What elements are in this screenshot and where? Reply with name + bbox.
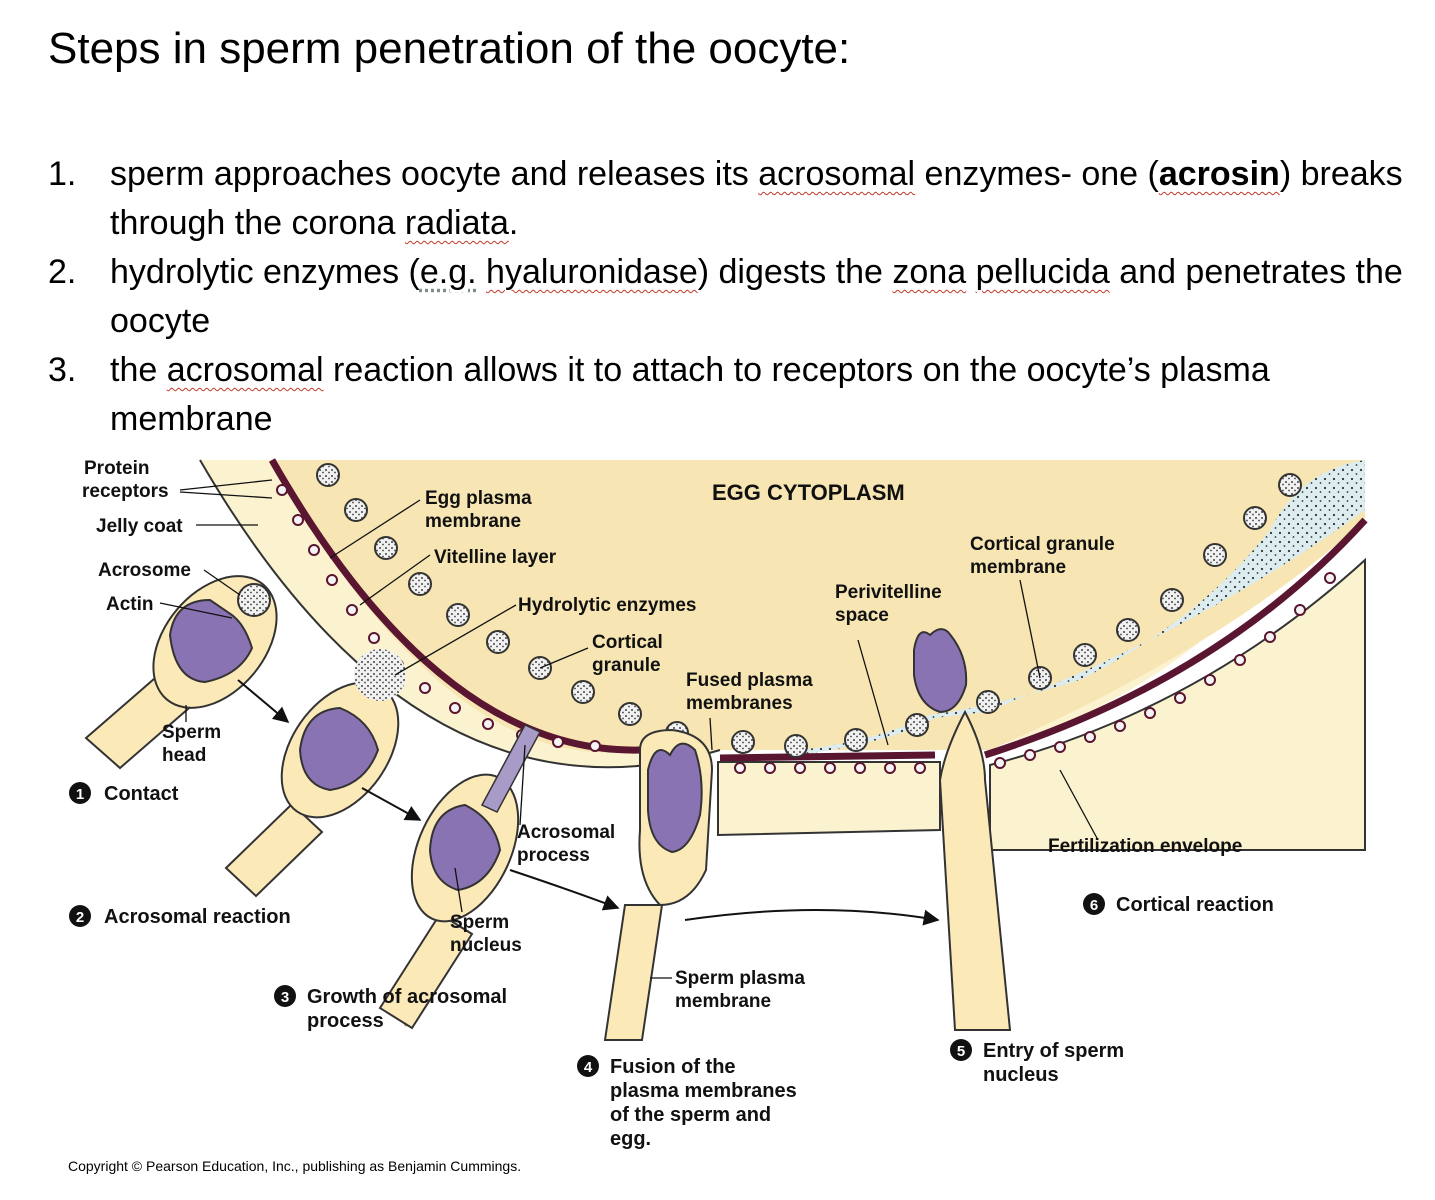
- step-number: 2.: [48, 253, 77, 291]
- stage-1: 1 Contact: [69, 782, 179, 805]
- sperm-acrosomal-process: [378, 724, 542, 1030]
- sperm-nucleus: [647, 742, 703, 854]
- step-text: the: [110, 351, 167, 389]
- step-text: hydrolytic enzymes (: [110, 253, 420, 291]
- hydrolytic-enzymes-label: Hydrolytic enzymes: [518, 595, 696, 616]
- step-term-bold: acrosin: [1158, 155, 1280, 193]
- jelly-coat-label: Jelly coat: [96, 516, 183, 537]
- sperm-nucleus: [168, 598, 254, 684]
- step-2: 2. hydrolytic enzymes (e.g. hyaluronidas…: [48, 248, 1418, 346]
- stage-4-number: 4: [584, 1059, 593, 1076]
- sperm-nucleus: [428, 803, 502, 892]
- stage-6: 6 Cortical reaction: [1083, 893, 1274, 916]
- stage-1-label: Contact: [104, 783, 179, 805]
- step-term: radiata: [404, 204, 509, 242]
- vitelline-fragment: [717, 761, 941, 837]
- cortical-granules: [316, 463, 1302, 758]
- step-term: zona: [892, 253, 967, 291]
- egg-plasma-membrane: [719, 751, 936, 762]
- sperm-contact: [84, 575, 278, 770]
- stage-6-number: 6: [1090, 897, 1098, 914]
- steps-list: 1. sperm approaches oocyte and releases …: [48, 150, 1418, 444]
- leader-lines: [159, 479, 1099, 979]
- stage-6-label: Cortical reaction: [1116, 894, 1274, 916]
- actin-label: Actin: [106, 594, 154, 615]
- step-term: hyaluronidase: [486, 253, 698, 291]
- step-number: 3.: [48, 351, 77, 389]
- egg: [199, 458, 1368, 851]
- perivitelline-space: [800, 460, 1365, 755]
- step-text: [966, 253, 975, 291]
- sperm-nucleus: [298, 706, 380, 792]
- egg-cytoplasm: [270, 460, 1365, 753]
- step-text: ) breaks through the corona: [110, 155, 1403, 242]
- step-text: enzymes- one (: [915, 155, 1159, 193]
- step-term: e.g.: [419, 253, 477, 291]
- fertilization-envelope: [983, 517, 1368, 759]
- step-text: sperm approaches oocyte and releases its: [110, 155, 759, 193]
- step-text: ) digests the: [697, 253, 893, 291]
- sperm-fusion: [603, 728, 714, 1041]
- egg-plasma-membrane: [268, 458, 641, 754]
- step-term: pellucida: [975, 253, 1110, 291]
- acrosome-label: Acrosome: [98, 560, 191, 581]
- sperm-entry: [913, 628, 1012, 1031]
- step-1: 1. sperm approaches oocyte and releases …: [48, 150, 1418, 248]
- copyright-text: Copyright © Pearson Education, Inc., pub…: [68, 1158, 522, 1174]
- stage-1-number: 1: [76, 786, 84, 803]
- stage-arrows: [237, 679, 940, 926]
- vitelline-layer-label: Vitelline layer: [434, 547, 557, 568]
- receptor-dots: [276, 484, 1336, 774]
- sperm-nucleus: [913, 628, 968, 714]
- step-number: 1.: [48, 155, 77, 193]
- fertilization-envelope-label: Fertilization envelope: [1048, 836, 1242, 857]
- egg-outline: [199, 459, 721, 769]
- acrosome: [237, 583, 271, 617]
- stage-3-number: 3: [281, 989, 289, 1006]
- stage-5-number: 5: [957, 1043, 965, 1060]
- sperm-acrosomal-reaction: [224, 649, 406, 898]
- stage-2-label: Acrosomal reaction: [104, 906, 291, 928]
- step-3: 3. the acrosomal reaction allows it to a…: [48, 346, 1418, 444]
- step-text: and penetrates the oocyte: [110, 253, 1403, 340]
- step-term: acrosomal: [758, 155, 916, 193]
- page-title: Steps in sperm penetration of the oocyte…: [48, 24, 851, 73]
- step-text: .: [508, 204, 519, 242]
- step-text: reaction allows it to attach to receptor…: [110, 351, 1270, 438]
- stage-2: 2 Acrosomal reaction: [69, 905, 291, 928]
- step-term: acrosomal: [166, 351, 324, 389]
- egg-cytoplasm-label: EGG CYTOPLASM: [712, 480, 905, 505]
- stage-2-number: 2: [76, 909, 84, 926]
- step-text: [477, 253, 486, 291]
